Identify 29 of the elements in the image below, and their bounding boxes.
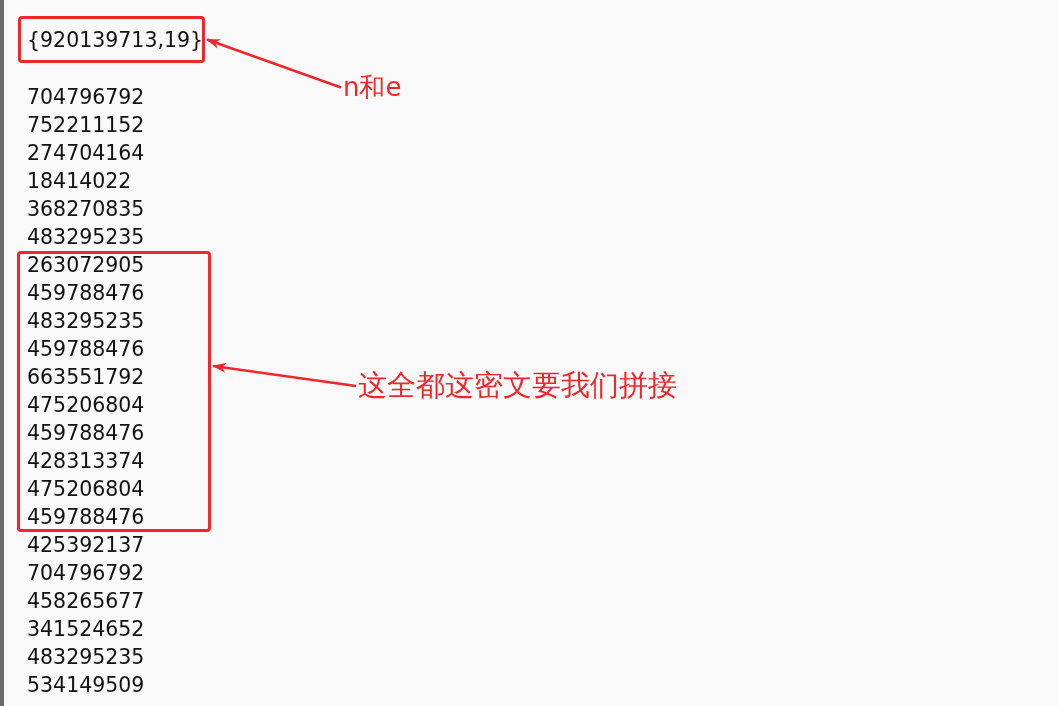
highlight-box <box>17 251 211 532</box>
cipher-number: 263072905 <box>27 253 145 277</box>
cipher-number: 475206804 <box>27 477 145 501</box>
number-text: 425392137 <box>27 533 145 557</box>
cipher-number: 459788476 <box>27 281 145 305</box>
number-text: 18414022 <box>27 169 132 193</box>
cipher-number: 663551792 <box>27 365 145 389</box>
number-text: 483295235 <box>27 225 145 249</box>
cipher-number: 475206804 <box>27 393 145 417</box>
cipher-number: 428313374 <box>27 449 145 473</box>
number-text: 704796792 <box>27 561 145 585</box>
cipher-number: 483295235 <box>27 309 145 333</box>
number-text: 274704164 <box>27 141 145 165</box>
annotation-text: n和e <box>343 70 402 105</box>
cipher-number: 459788476 <box>27 337 145 361</box>
number-text: 483295235 <box>27 645 145 669</box>
cipher-number: 459788476 <box>27 505 145 529</box>
number-text: 341524652 <box>27 617 145 641</box>
number-text: 458265677 <box>27 589 145 613</box>
arrow <box>206 38 342 89</box>
number-text: 752211152 <box>27 113 145 137</box>
number-text: 534149509 <box>27 673 145 697</box>
key-text: {920139713,19} <box>27 28 204 52</box>
cipher-number: 459788476 <box>27 421 145 445</box>
number-text: 368270835 <box>27 197 145 221</box>
highlight-box <box>18 16 205 63</box>
number-text: 704796792 <box>27 85 145 109</box>
arrow <box>212 362 357 388</box>
annotation-text: 这全都这密文要我们拼接 <box>358 366 677 406</box>
